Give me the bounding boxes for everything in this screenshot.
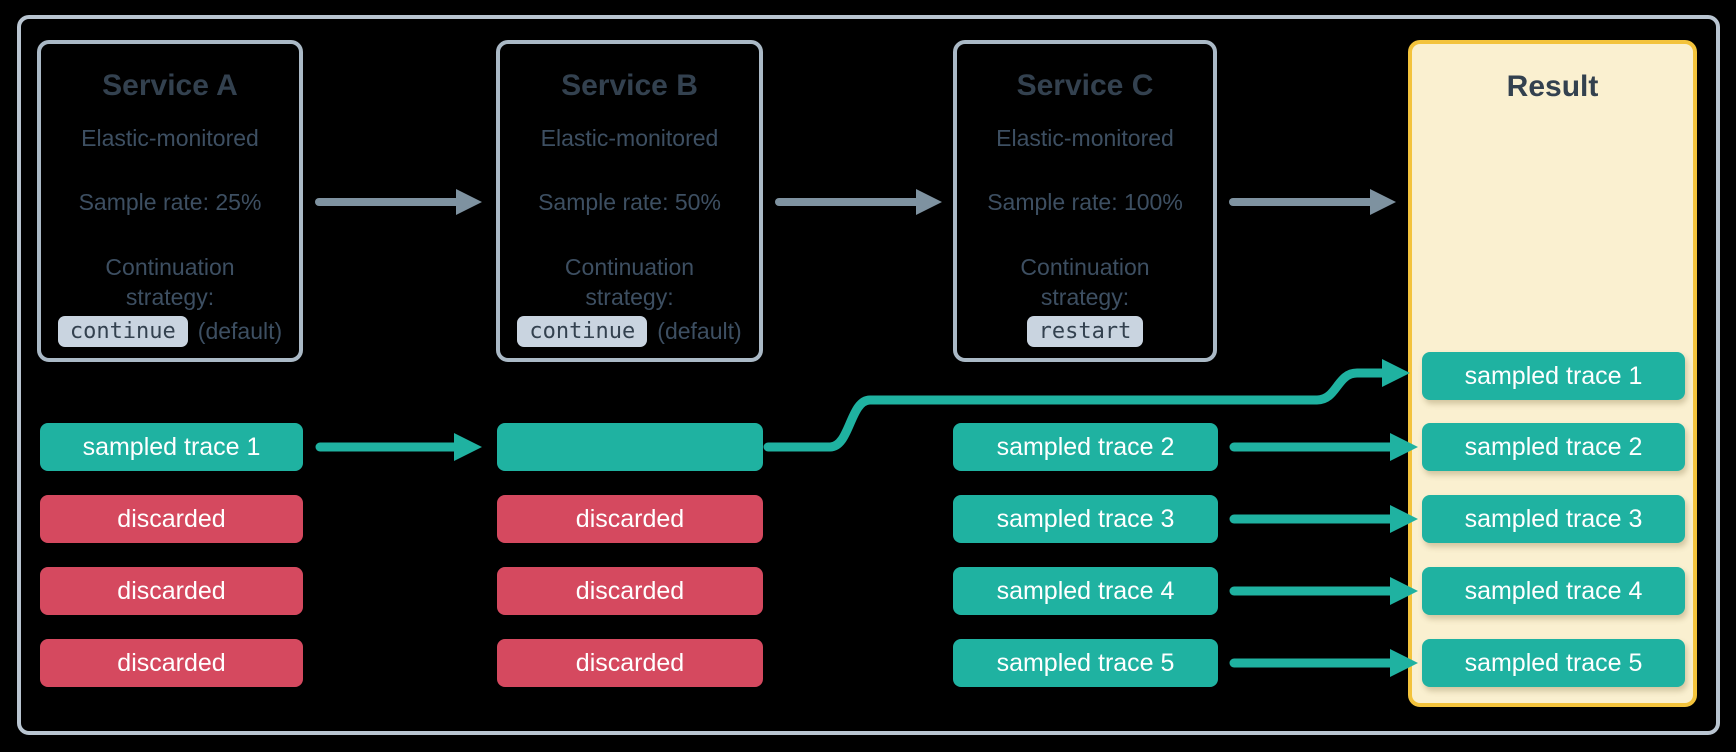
- result-trace-4: sampled trace 4: [1422, 567, 1685, 615]
- service-b-sample-rate: Sample rate: 50%: [538, 188, 721, 215]
- service-b-monitored-label: Elastic-monitored: [540, 125, 719, 151]
- trace-arrow-c-to-result-5-icon: [1229, 649, 1418, 677]
- trace-arrow-c-to-result-2-icon: [1229, 433, 1418, 461]
- trace-b-discarded-1: discarded: [497, 495, 763, 543]
- service-c-title: Service C: [1016, 69, 1154, 102]
- service-a-strategy-row: continue (default): [57, 315, 283, 347]
- service-c-strategy-row: restart: [1026, 315, 1144, 347]
- service-b-continuation-line1: Continuation: [564, 253, 695, 280]
- service-c-sample-rate: Sample rate: 100%: [987, 188, 1183, 215]
- flow-arrow-b-to-c-icon: [775, 189, 942, 215]
- service-c-continuation-line2: strategy:: [1040, 283, 1130, 310]
- service-a-monitored-label: Elastic-monitored: [81, 125, 259, 151]
- service-a-continuation-line1: Continuation: [105, 253, 235, 280]
- trace-curve-arrow-b-to-result-icon: [763, 359, 1410, 452]
- trace-arrow-a-to-b-icon: [315, 433, 482, 461]
- trace-a-discarded-2: discarded: [40, 567, 303, 615]
- trace-a-discarded-3: discarded: [40, 639, 303, 687]
- service-b-box: Service B Elastic-monitored Sample rate:…: [496, 40, 763, 362]
- trace-b-sampled-unlabeled: [497, 423, 763, 471]
- service-c-strategy-tag: restart: [1026, 315, 1144, 347]
- service-a-strategy-note: (default): [197, 317, 283, 344]
- service-c-box: Service C Elastic-monitored Sample rate:…: [953, 40, 1217, 362]
- trace-a-discarded-1: discarded: [40, 495, 303, 543]
- service-c-monitored-label: Elastic-monitored: [996, 125, 1174, 151]
- trace-b-discarded-2: discarded: [497, 567, 763, 615]
- service-a-sample-rate: Sample rate: 25%: [78, 188, 262, 215]
- service-a-strategy-tag: continue: [57, 315, 188, 347]
- diagram-outer-frame: [17, 15, 1720, 735]
- flow-arrow-c-to-result-icon: [1229, 189, 1396, 215]
- service-a-title: Service A: [102, 69, 238, 102]
- result-trace-2: sampled trace 2: [1422, 423, 1685, 471]
- service-a-continuation-line2: strategy:: [125, 283, 215, 310]
- trace-c-sampled-5: sampled trace 5: [953, 639, 1218, 687]
- trace-c-sampled-2: sampled trace 2: [953, 423, 1218, 471]
- service-a-box: Service A Elastic-monitored Sample rate:…: [37, 40, 303, 362]
- result-trace-1: sampled trace 1: [1422, 352, 1685, 400]
- trace-arrow-c-to-result-3-icon: [1229, 505, 1418, 533]
- trace-arrow-c-to-result-4-icon: [1229, 577, 1418, 605]
- trace-b-discarded-3: discarded: [497, 639, 763, 687]
- service-c-continuation-line1: Continuation: [1020, 253, 1150, 280]
- service-b-strategy-tag: continue: [517, 315, 648, 347]
- trace-a-sampled-1: sampled trace 1: [40, 423, 303, 471]
- service-b-title: Service B: [561, 69, 698, 102]
- result-title: Result: [1506, 70, 1599, 103]
- service-b-strategy-row: continue (default): [517, 315, 742, 347]
- result-trace-5: sampled trace 5: [1422, 639, 1685, 687]
- service-b-continuation-line2: strategy:: [585, 283, 674, 310]
- result-trace-3: sampled trace 3: [1422, 495, 1685, 543]
- trace-c-sampled-4: sampled trace 4: [953, 567, 1218, 615]
- trace-c-sampled-3: sampled trace 3: [953, 495, 1218, 543]
- service-b-strategy-note: (default): [657, 317, 742, 344]
- flow-arrow-a-to-b-icon: [315, 189, 482, 215]
